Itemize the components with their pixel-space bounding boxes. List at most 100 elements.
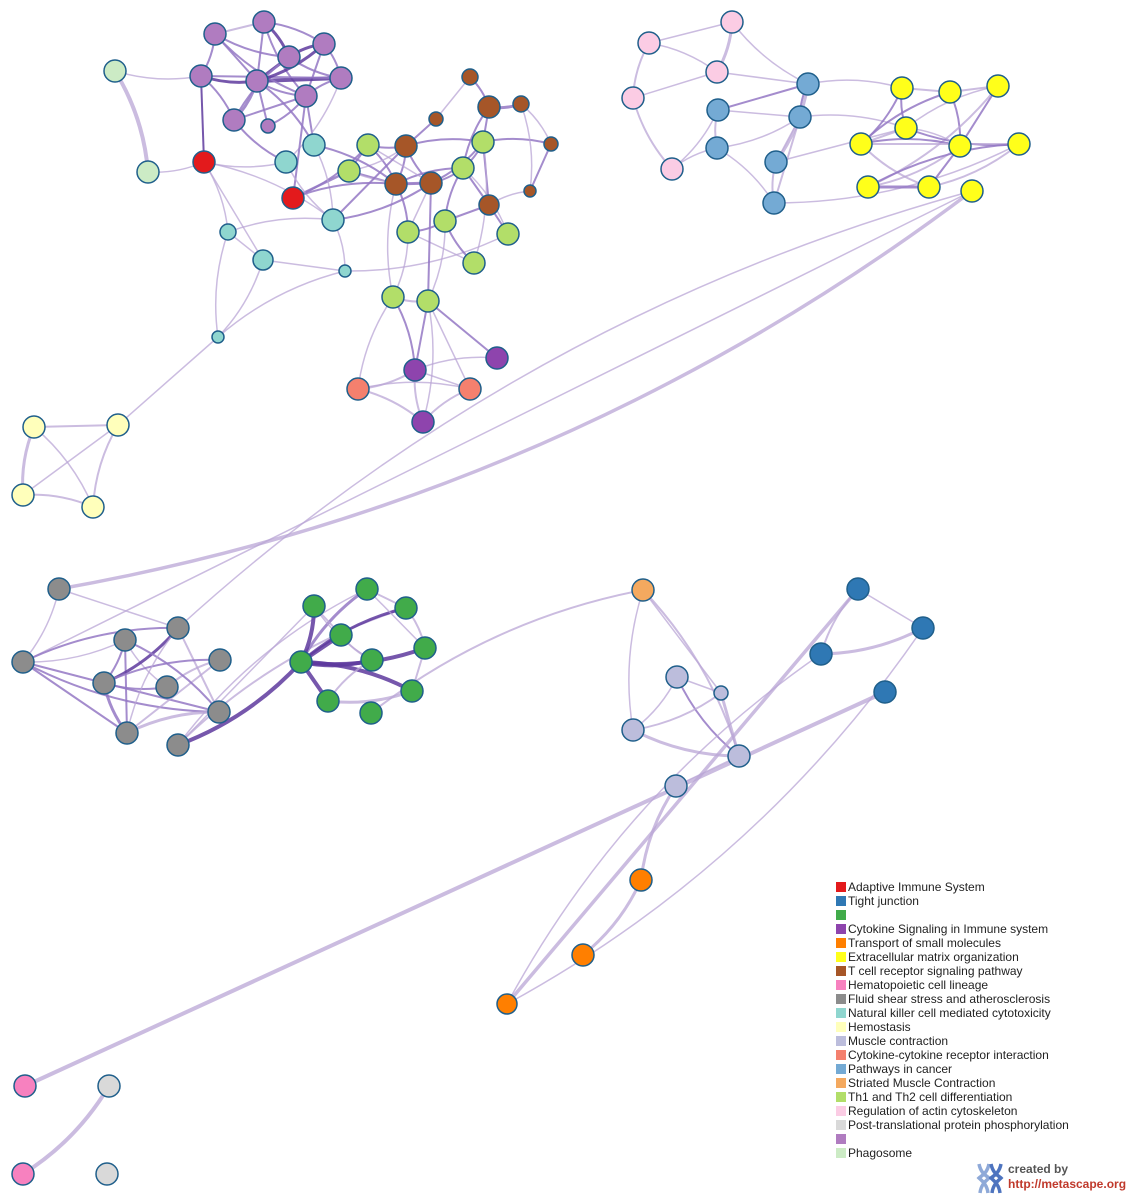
network-node[interactable] (321, 208, 345, 232)
network-node[interactable] (302, 594, 326, 618)
network-node[interactable] (189, 64, 213, 88)
network-node[interactable] (396, 220, 420, 244)
network-node[interactable] (47, 577, 71, 601)
network-node[interactable] (289, 650, 313, 674)
network-node[interactable] (629, 868, 653, 892)
network-node[interactable] (360, 648, 384, 672)
network-node[interactable] (713, 685, 729, 701)
network-node[interactable] (95, 1162, 119, 1186)
network-node[interactable] (660, 157, 684, 181)
network-node[interactable] (788, 105, 812, 129)
network-node[interactable] (207, 700, 231, 724)
network-node[interactable] (809, 642, 833, 666)
network-node[interactable] (512, 95, 530, 113)
network-node[interactable] (260, 118, 276, 134)
network-node[interactable] (911, 616, 935, 640)
network-node[interactable] (329, 623, 353, 647)
network-node[interactable] (208, 648, 232, 672)
network-node[interactable] (359, 701, 383, 725)
network-node[interactable] (849, 132, 873, 156)
network-node[interactable] (856, 175, 880, 199)
network-node[interactable] (302, 133, 326, 157)
network-node[interactable] (917, 175, 941, 199)
network-node[interactable] (136, 160, 160, 184)
network-node[interactable] (762, 191, 786, 215)
network-node[interactable] (106, 413, 130, 437)
network-node[interactable] (346, 377, 370, 401)
network-node[interactable] (155, 675, 179, 699)
network-node[interactable] (294, 84, 318, 108)
network-node[interactable] (22, 415, 46, 439)
network-node[interactable] (496, 993, 518, 1015)
network-node[interactable] (938, 80, 962, 104)
network-node[interactable] (727, 744, 751, 768)
network-node[interactable] (245, 69, 269, 93)
network-node[interactable] (97, 1074, 121, 1098)
network-node[interactable] (277, 45, 301, 69)
network-node[interactable] (413, 636, 437, 660)
network-node[interactable] (461, 68, 479, 86)
network-node[interactable] (419, 171, 443, 195)
network-node[interactable] (571, 943, 595, 967)
network-node[interactable] (11, 650, 35, 674)
network-node[interactable] (621, 86, 645, 110)
network-node[interactable] (337, 159, 361, 183)
network-node[interactable] (92, 671, 116, 695)
network-node[interactable] (81, 495, 105, 519)
credit-url[interactable]: http://metascape.org (1008, 1177, 1127, 1191)
network-node[interactable] (384, 172, 408, 196)
network-node[interactable] (411, 410, 435, 434)
network-node[interactable] (664, 774, 688, 798)
network-node[interactable] (381, 285, 405, 309)
network-node[interactable] (416, 289, 440, 313)
network-node[interactable] (477, 95, 501, 119)
network-node[interactable] (471, 130, 495, 154)
network-node[interactable] (219, 223, 237, 241)
network-node[interactable] (394, 134, 418, 158)
network-node[interactable] (312, 32, 336, 56)
network-node[interactable] (192, 150, 216, 174)
network-node[interactable] (400, 679, 424, 703)
network-node[interactable] (873, 680, 897, 704)
network-node[interactable] (543, 136, 559, 152)
network-node[interactable] (986, 74, 1010, 98)
network-node[interactable] (720, 10, 744, 34)
network-node[interactable] (948, 134, 972, 158)
network-node[interactable] (523, 184, 537, 198)
network-node[interactable] (764, 150, 788, 174)
network-node[interactable] (485, 346, 509, 370)
network-node[interactable] (846, 577, 870, 601)
network-node[interactable] (252, 10, 276, 34)
network-node[interactable] (478, 194, 500, 216)
network-node[interactable] (796, 72, 820, 96)
network-node[interactable] (329, 66, 353, 90)
network-node[interactable] (433, 209, 457, 233)
network-node[interactable] (355, 577, 379, 601)
network-node[interactable] (960, 179, 984, 203)
network-node[interactable] (281, 186, 305, 210)
network-node[interactable] (252, 249, 274, 271)
network-node[interactable] (428, 111, 444, 127)
network-node[interactable] (621, 718, 645, 742)
network-node[interactable] (338, 264, 352, 278)
network-node[interactable] (705, 136, 729, 160)
network-node[interactable] (166, 733, 190, 757)
network-node[interactable] (890, 76, 914, 100)
network-node[interactable] (451, 156, 475, 180)
network-node[interactable] (894, 116, 918, 140)
network-node[interactable] (637, 31, 661, 55)
network-node[interactable] (403, 358, 427, 382)
network-node[interactable] (356, 133, 380, 157)
network-node[interactable] (13, 1074, 37, 1098)
network-node[interactable] (394, 596, 418, 620)
network-node[interactable] (458, 377, 482, 401)
network-node[interactable] (222, 108, 246, 132)
network-node[interactable] (274, 150, 298, 174)
network-node[interactable] (496, 222, 520, 246)
network-node[interactable] (11, 483, 35, 507)
network-node[interactable] (705, 60, 729, 84)
network-node[interactable] (113, 628, 137, 652)
network-node[interactable] (115, 721, 139, 745)
network-node[interactable] (203, 22, 227, 46)
network-node[interactable] (11, 1162, 35, 1186)
